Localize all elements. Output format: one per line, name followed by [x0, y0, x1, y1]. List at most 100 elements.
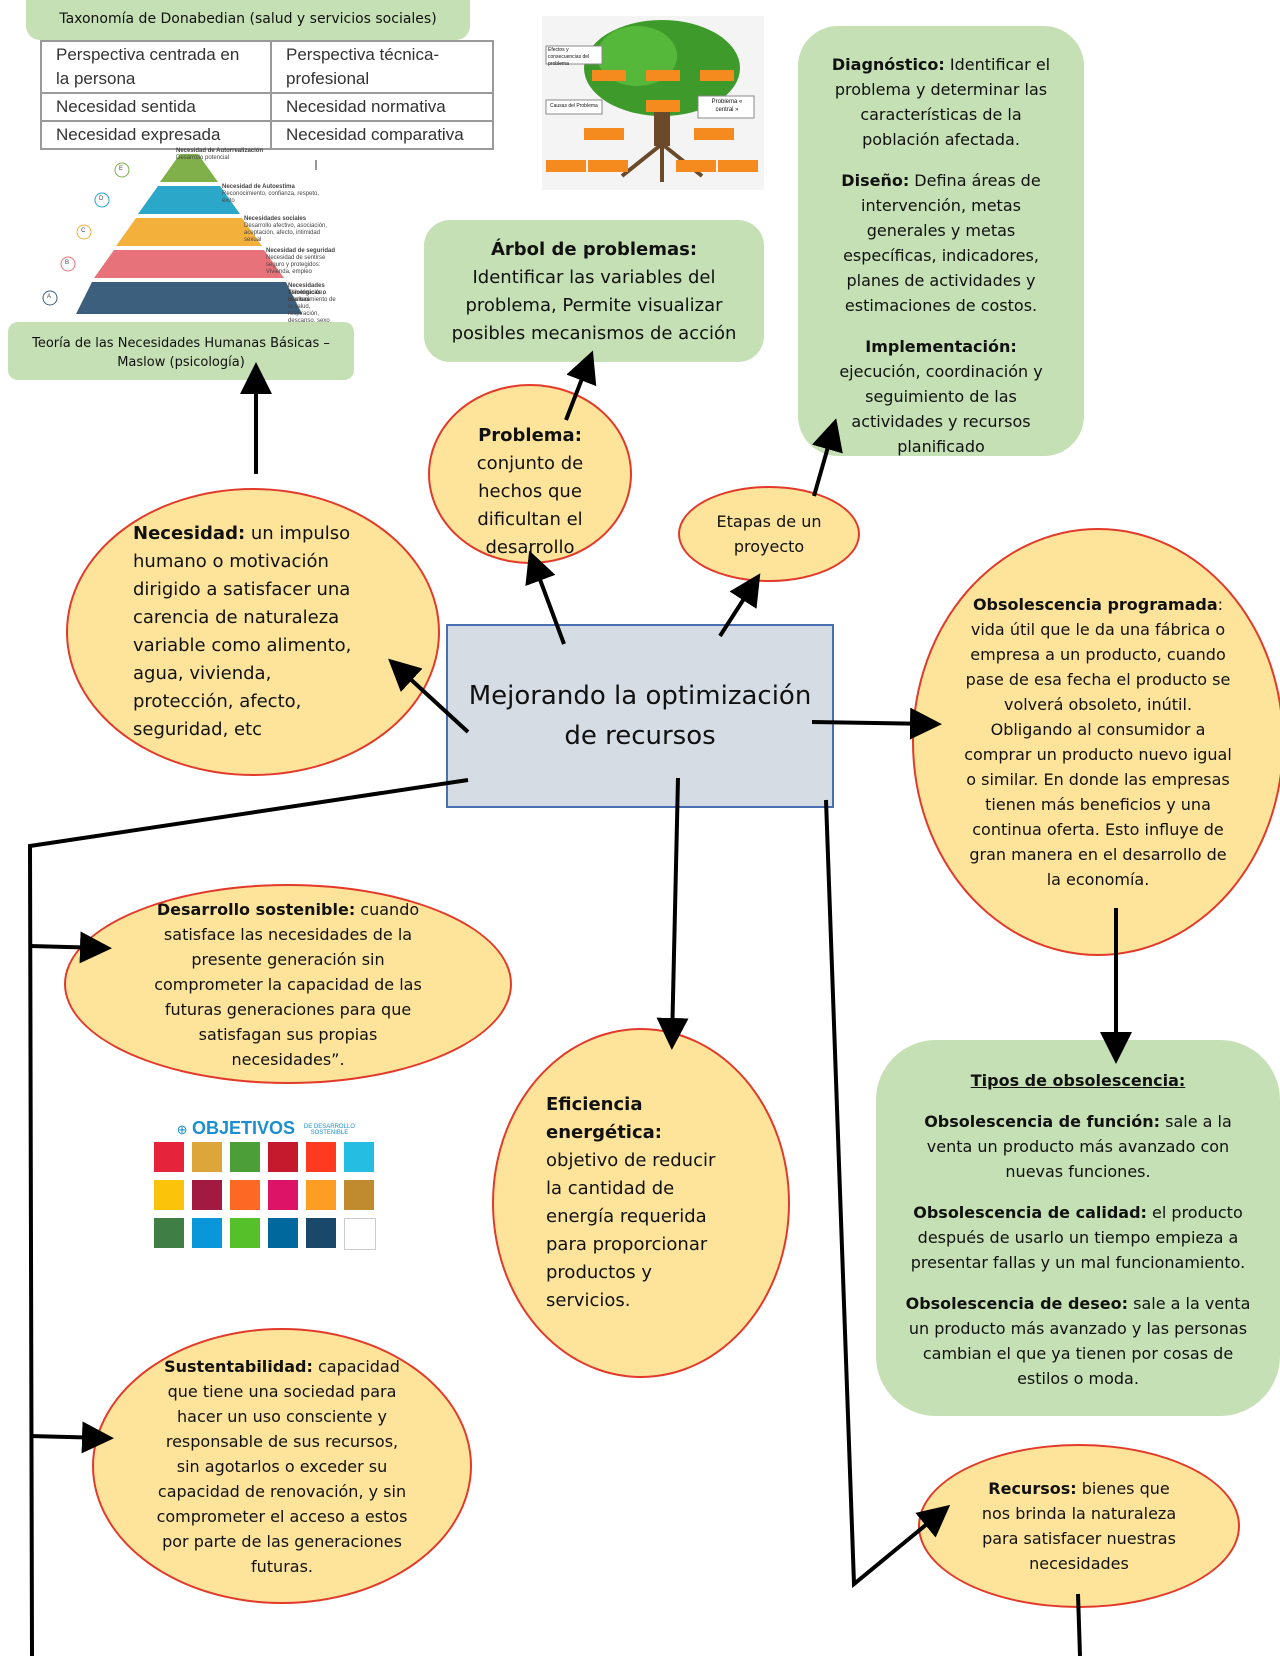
arrow-to-eficiencia	[656, 777, 689, 1050]
maslow-pyramid-image: E D C B A Necesidad de Autorrealización …	[40, 148, 340, 324]
maslow-label-text: Teoría de las Necesidades Humanas Básica…	[32, 336, 330, 370]
pyramid-letter: C	[81, 228, 86, 234]
sdg-tile	[192, 1142, 222, 1172]
sdg-tile	[192, 1180, 222, 1210]
letter-a-circle	[42, 290, 58, 306]
donabedian-label-text: Taxonomía de Donabedian (salud y servici…	[59, 11, 437, 27]
table-cell: Necesidad sentida	[40, 92, 272, 122]
letter-b-circle	[60, 256, 76, 272]
obsolescencia-ellipse: Obsolescencia programada: vida útil que …	[912, 528, 1280, 956]
obsolescencia-content: Obsolescencia programada: vida útil que …	[963, 592, 1233, 892]
sdg-tile	[306, 1218, 336, 1248]
stage-diagnostico-text: Identificar el problema y determinar las…	[834, 55, 1051, 149]
desarrollo-sostenible-ellipse: Desarrollo sostenible: cuando satisface …	[64, 884, 512, 1084]
tipo-deseo-text: sale a la venta un producto más avanzado…	[908, 1294, 1251, 1388]
letter-e-circle	[114, 162, 130, 178]
pyramid-level-title: Necesidad de seguridad	[266, 248, 336, 254]
arbol-term: Árbol de problemas:	[490, 239, 698, 260]
tipo-deseo: Obsolescencia de deseo: sale a la venta …	[904, 1291, 1252, 1391]
pyramid-level-c	[116, 218, 262, 246]
pyramid-letter: B	[65, 260, 70, 266]
arrow-to-sustentabilidad	[29, 1421, 114, 1454]
pyramid-level-a	[76, 282, 302, 314]
desarrollo-term: Desarrollo sostenible:	[156, 899, 356, 919]
table-cell: Necesidad normativa	[270, 92, 494, 122]
stage-diseno-text: Defina áreas de intervención, metas gene…	[843, 171, 1041, 315]
eficiencia-content: Eficiencia energética: objetivo de reduc…	[546, 1091, 736, 1315]
pyramid-level-desc: Necesidad de sentirse seguro y protegido…	[266, 255, 326, 275]
tree-label-problem: Problema « central »	[711, 99, 743, 113]
sdg-tile	[230, 1180, 260, 1210]
arbol-de-problemas-box: Árbol de problemas: Identificar las vari…	[424, 220, 764, 362]
pyramid-level-title: Necesidad de Autoestima	[222, 184, 295, 190]
problem-tree-svg	[545, 20, 758, 182]
recursos-content: Recursos: bienes que nos brinda la natur…	[979, 1476, 1179, 1576]
pyramid-letter: A	[47, 294, 52, 300]
table-cell: Perspectiva técnica-profesional	[270, 40, 494, 94]
stage-diagnostico-term: Diagnóstico:	[831, 55, 945, 74]
tree-label-effects: Efectos y consecuencias del problema	[548, 47, 590, 67]
stage-diagnostico: Diagnóstico: Identificar el problema y d…	[826, 52, 1056, 152]
problema-text: conjunto de hechos que dificultan el des…	[476, 453, 584, 558]
pyramid-level-desc: Desarrollo potencial	[176, 155, 230, 161]
obsolescencia-text: : vida útil que le da una fábrica o empr…	[964, 595, 1232, 889]
stage-implementacion-term: Implementación:	[865, 337, 1017, 356]
sustentabilidad-ellipse: Sustentabilidad: capacidad que tiene una…	[92, 1328, 472, 1604]
un-logo-icon: ⊕	[176, 1122, 188, 1137]
central-topic-text: Mejorando la optimización de recursos	[468, 681, 812, 751]
maslow-label: Teoría de las Necesidades Humanas Básica…	[8, 322, 354, 380]
tipo-calidad-term: Obsolescencia de calidad:	[913, 1203, 1147, 1222]
sdg-grid	[154, 1142, 382, 1262]
table-row: Necesidad sentida Necesidad normativa	[40, 92, 494, 122]
necesidad-term: Necesidad:	[133, 523, 246, 544]
sdg-tile	[344, 1142, 374, 1172]
eficiencia-ellipse: Eficiencia energética: objetivo de reduc…	[492, 1028, 790, 1378]
sdg-subtitle: DE DESARROLLO SOSTENIBLE	[303, 1123, 355, 1136]
tipo-deseo-term: Obsolescencia de deseo:	[905, 1294, 1129, 1313]
tipo-calidad: Obsolescencia de calidad: el producto de…	[904, 1200, 1252, 1275]
problema-content: Problema: conjunto de hechos que dificul…	[470, 386, 590, 562]
obsolescencia-term: Obsolescencia programada	[972, 595, 1218, 614]
stage-diseno-term: Diseño:	[841, 171, 910, 190]
pyramid-level-desc: Alimentación, mantenimiento de la salud,…	[288, 290, 336, 324]
sustentabilidad-term: Sustentabilidad:	[164, 1356, 313, 1376]
sdg-tile	[306, 1142, 336, 1172]
desarrollo-content: Desarrollo sostenible: cuando satisface …	[143, 897, 433, 1072]
sustentabilidad-text: capacidad que tiene una sociedad para ha…	[156, 1356, 408, 1576]
pyramid-letter: D	[99, 196, 104, 202]
recursos-text: bienes que nos brinda la naturaleza para…	[981, 1479, 1177, 1573]
tipo-funcion-term: Obsolescencia de función:	[924, 1112, 1161, 1131]
pyramid-level-d	[138, 186, 240, 214]
desarrollo-text: cuando satisface las necesidades de la p…	[154, 899, 422, 1069]
pyramid-level-desc: Reconocimiento, confianza, respeto, éxit…	[222, 191, 320, 204]
stage-implementacion-text: ejecución, coordinación y seguimiento de…	[839, 362, 1043, 456]
stage-diseno: Diseño: Defina áreas de intervención, me…	[826, 168, 1056, 318]
tree-label-causes: Causas del Problema	[550, 103, 598, 109]
sdg-tile	[268, 1142, 298, 1172]
sdg-tile	[268, 1218, 298, 1248]
recursos-term: Recursos:	[988, 1479, 1077, 1498]
sdg-tile	[268, 1180, 298, 1210]
arbol-text: Identificar las variables del problema, …	[451, 267, 737, 344]
sdg-tile	[344, 1180, 374, 1210]
problem-tree-image: Efectos y consecuencias del problema Cau…	[542, 16, 764, 190]
tipos-obsolescencia-box: Tipos de obsolescencia: Obsolescencia de…	[876, 1040, 1280, 1416]
table-cell: Perspectiva centrada en la persona	[40, 40, 272, 94]
stage-implementacion: Implementación: ejecución, coordinación …	[826, 334, 1056, 459]
sdg-tile	[154, 1180, 184, 1210]
tipos-title: Tipos de obsolescencia:	[970, 1071, 1186, 1090]
pyramid-level-title: Necesidades sociales	[244, 216, 307, 222]
sustentabilidad-content: Sustentabilidad: capacidad que tiene una…	[152, 1354, 412, 1579]
table-cell: Necesidad comparativa	[270, 120, 494, 150]
pyramid-level-title: Necesidad de Autorrealización	[176, 148, 264, 154]
necesidad-ellipse: Necesidad: un impulso humano o motivació…	[66, 488, 440, 776]
sdg-tile	[154, 1142, 184, 1172]
etapas-ellipse: Etapas de un proyecto	[678, 486, 860, 582]
pyramid-level-desc: Desarrollo afectivo, asociación, aceptac…	[244, 223, 328, 243]
eficiencia-text: objetivo de reducir la cantidad de energ…	[546, 1150, 716, 1311]
sdg-title: OBJETIVOS	[191, 1118, 295, 1138]
sdg-tile	[344, 1218, 376, 1250]
necesidad-content: Necesidad: un impulso humano o motivació…	[133, 520, 373, 744]
tipo-funcion-text: sale a la venta un producto más avanzado…	[926, 1112, 1232, 1181]
sdg-tile	[192, 1218, 222, 1248]
